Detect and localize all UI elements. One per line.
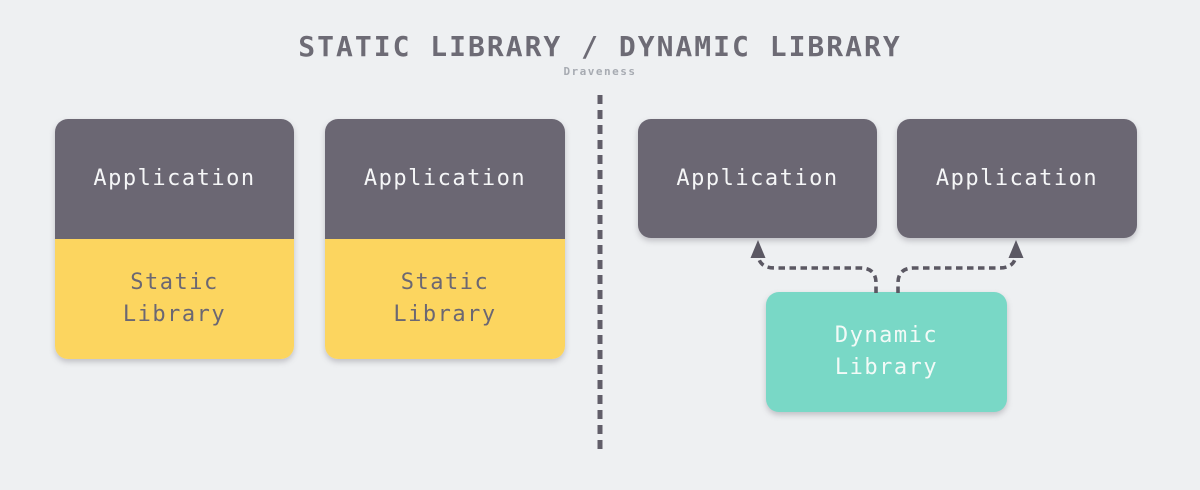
arrow-left-path [756,252,878,293]
arrow-right-path [896,252,1018,293]
application-label: Application [676,165,839,191]
application-label: Application [363,166,527,191]
application-box-right-2: Application [897,119,1137,238]
diagram-subtitle: Draveness [563,65,637,78]
application-label: Application [935,165,1099,191]
static-library-label: Static Library [122,270,227,327]
static-library-box: Static Library [325,239,565,359]
application-label: Application [93,166,256,191]
application-box: Application [55,119,294,239]
static-stack-2: Application Static Library [325,119,565,359]
application-box: Application [325,119,565,239]
dynamic-library-label: Dynamic Library [834,323,939,380]
static-library-label: Static Library [393,270,497,327]
arrow-left-head-icon [750,240,766,258]
static-stack-1: Application Static Library [55,119,294,359]
dynamic-library-box: Dynamic Library [766,292,1007,412]
arrow-right-head-icon [1008,240,1024,258]
static-library-box: Static Library [55,239,294,359]
diagram-title: STATIC LIBRARY / DYNAMIC LIBRARY [298,30,902,63]
application-box-right-1: Application [638,119,877,238]
